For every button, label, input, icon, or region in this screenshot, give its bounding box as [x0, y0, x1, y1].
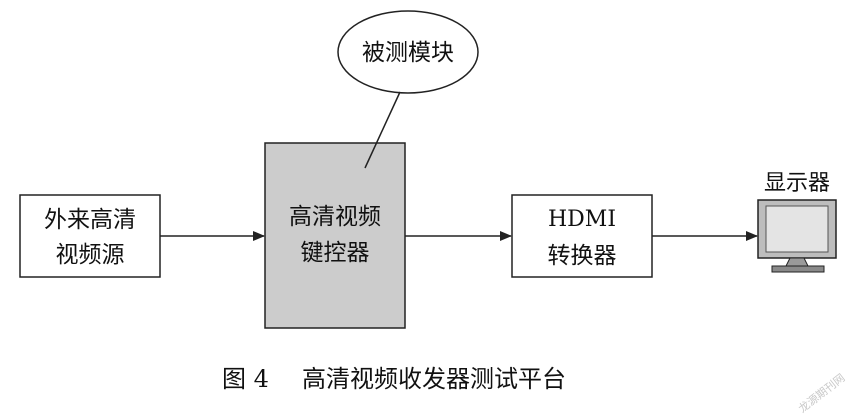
converter-node: HDMI 转换器: [511, 194, 653, 278]
monitor-icon: 显示器: [757, 171, 837, 273]
controller-node: 高清视频 键控器: [264, 142, 406, 329]
dut-node: 被测模块: [337, 10, 479, 94]
monitor-base: [771, 265, 825, 273]
display-label: 显示器: [764, 171, 830, 196]
controller-label-line2: 键控器: [301, 240, 370, 266]
caption-figure-number: 图 4: [222, 365, 269, 393]
monitor-screen: [765, 205, 829, 253]
dut-connector-line: [364, 91, 401, 169]
caption-text: 高清视频收发器测试平台: [302, 365, 566, 393]
source-node: 外来高清 视频源: [19, 194, 161, 278]
converter-label-line1: HDMI: [548, 207, 616, 232]
converter-box: [511, 194, 653, 278]
figure-caption: 图 4 高清视频收发器测试平台: [222, 365, 566, 393]
controller-box: [264, 142, 406, 329]
dut-ellipse: [337, 10, 479, 94]
converter-label-line2: 转换器: [548, 243, 617, 269]
source-label-line1: 外来高清: [44, 207, 136, 233]
source-label-line2: 视频源: [56, 242, 125, 268]
monitor-neck: [785, 257, 809, 267]
dut-label: 被测模块: [362, 40, 454, 66]
source-box: [19, 194, 161, 278]
controller-label-line1: 高清视频: [289, 204, 381, 230]
